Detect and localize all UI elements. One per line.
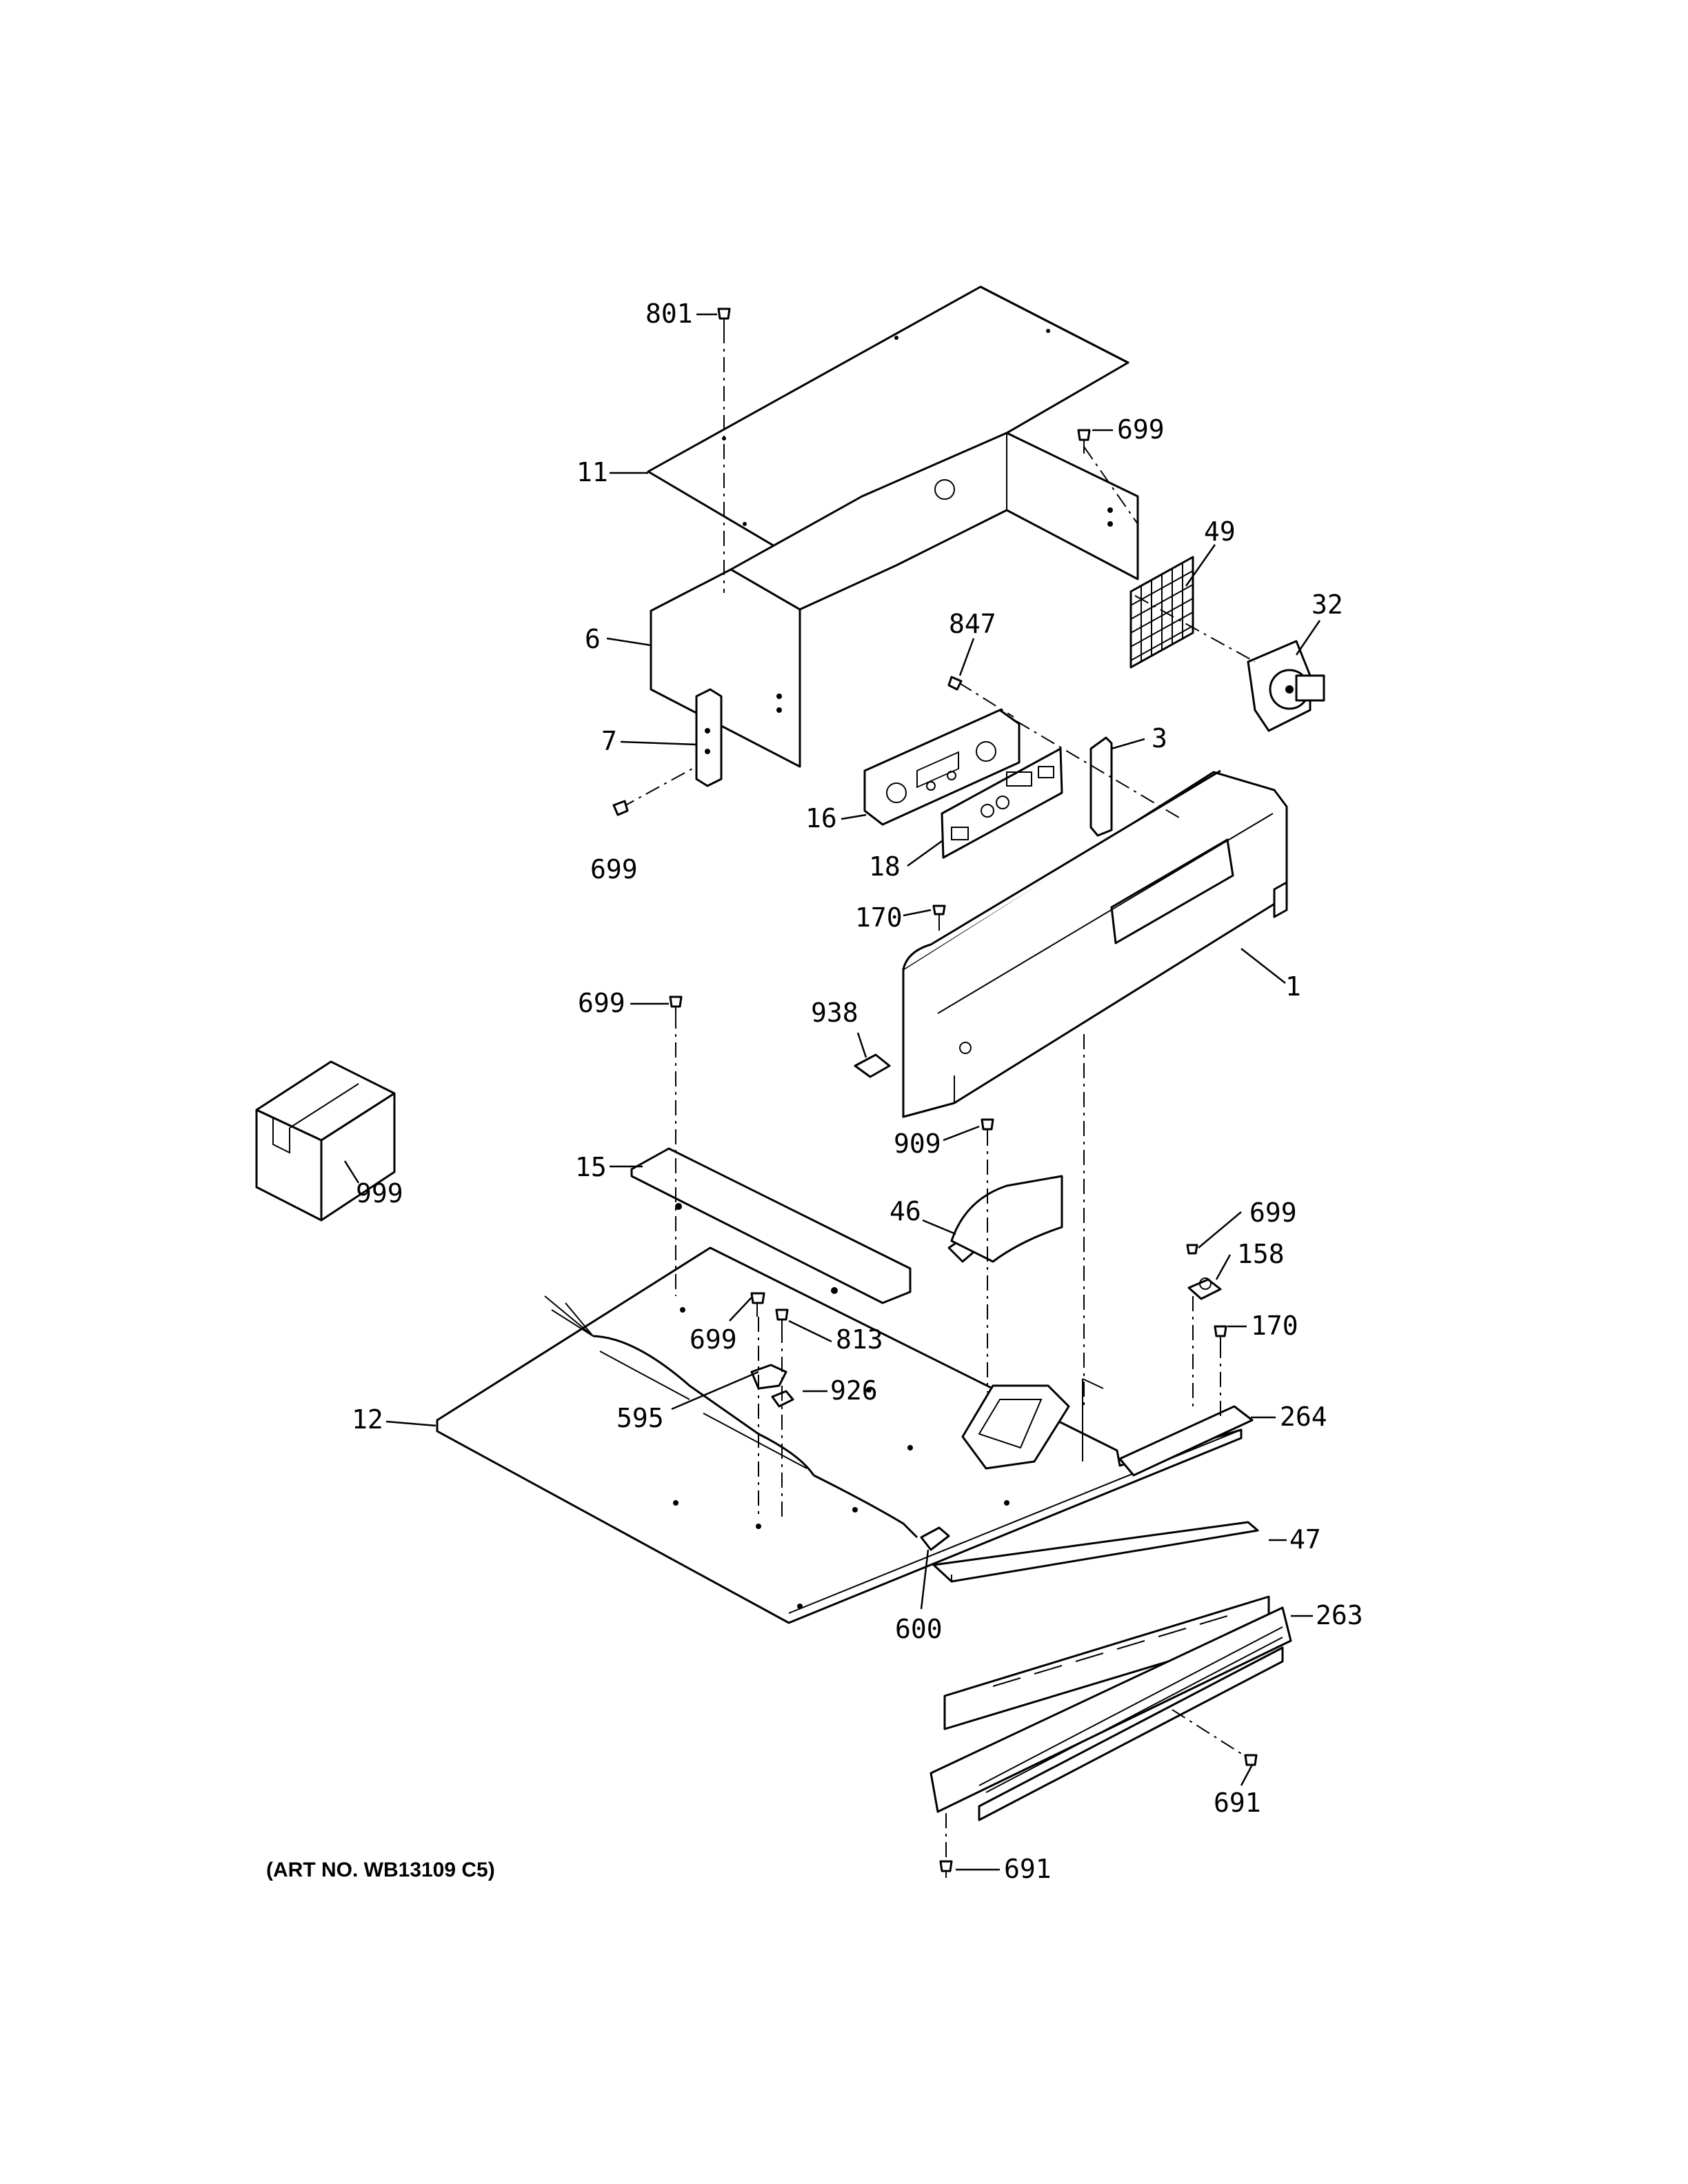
callout-7: 7 xyxy=(601,726,617,756)
thermal-limit-switch xyxy=(1187,1277,1222,1300)
screw-909-icon xyxy=(981,1118,994,1142)
callout-12: 12 xyxy=(352,1404,383,1435)
packaging-box xyxy=(255,1060,396,1222)
screw-170-icon xyxy=(932,904,946,931)
art-number: (ART NO. WB13109 C5) xyxy=(266,1859,495,1881)
callout-699-left: 699 xyxy=(590,854,638,884)
clip-938 xyxy=(854,1053,891,1078)
oven-top-base-panel xyxy=(436,1246,1243,1624)
callout-813: 813 xyxy=(836,1324,883,1355)
callout-47: 47 xyxy=(1289,1524,1321,1555)
control-panel-frame xyxy=(650,432,1139,768)
callout-999: 999 xyxy=(356,1178,403,1209)
callout-847: 847 xyxy=(949,609,996,639)
callout-49: 49 xyxy=(1204,516,1236,547)
support-bracket-3 xyxy=(1089,736,1113,837)
callout-170: 170 xyxy=(855,902,903,933)
vent-grille-263 xyxy=(930,1595,1292,1821)
callout-801: 801 xyxy=(645,299,693,329)
screws xyxy=(612,307,1258,1878)
callout-1: 1 xyxy=(1285,971,1301,1002)
callout-264: 264 xyxy=(1280,1402,1327,1432)
wire-terminal-block xyxy=(920,1526,950,1551)
callout-32: 32 xyxy=(1312,589,1343,620)
callout-18: 18 xyxy=(869,851,901,882)
front-rail-15 xyxy=(630,1147,912,1304)
callouts: 801 11 699 49 32 6 847 3 7 16 18 699 170… xyxy=(266,299,1363,1884)
callout-15: 15 xyxy=(575,1152,607,1182)
callout-3: 3 xyxy=(1152,723,1167,754)
callout-699-right: 699 xyxy=(1249,1197,1297,1228)
screw-170-right-icon xyxy=(1214,1325,1227,1347)
screw-699-base-icon xyxy=(750,1292,765,1317)
callout-938: 938 xyxy=(811,998,858,1028)
callout-909: 909 xyxy=(894,1129,941,1159)
rear-rail-264 xyxy=(1082,1378,1254,1477)
callout-691-bottom: 691 xyxy=(1004,1854,1052,1884)
callout-16: 16 xyxy=(805,803,837,833)
keypad-overlay xyxy=(941,747,1063,859)
callout-699-base: 699 xyxy=(690,1324,737,1355)
callout-595: 595 xyxy=(616,1403,664,1433)
callout-926: 926 xyxy=(830,1375,878,1406)
assembly-lines xyxy=(620,328,1256,1864)
fan-guard-screen xyxy=(1129,556,1194,669)
callout-170-right: 170 xyxy=(1251,1311,1298,1341)
callout-699-mid: 699 xyxy=(578,988,625,1018)
cooling-fan-motor xyxy=(1247,640,1325,732)
callout-158: 158 xyxy=(1237,1239,1285,1269)
air-duct-46 xyxy=(947,1175,1063,1263)
screw-691-right-icon xyxy=(1244,1754,1258,1766)
screw-847-icon xyxy=(947,676,963,691)
callout-6: 6 xyxy=(585,624,601,654)
electronic-control-board xyxy=(863,709,1021,826)
leader-lines xyxy=(343,313,1321,1871)
callout-263: 263 xyxy=(1316,1600,1363,1630)
callout-600: 600 xyxy=(895,1614,943,1644)
callout-11: 11 xyxy=(576,457,608,487)
screw-699-mid-icon xyxy=(669,995,683,1020)
screw-699-top-icon xyxy=(1077,429,1091,454)
screw-801-icon xyxy=(717,307,731,332)
screw-691-bottom-icon xyxy=(939,1860,953,1878)
callout-699-top: 699 xyxy=(1117,414,1165,445)
screw-813-icon xyxy=(775,1308,789,1331)
bracket-7 xyxy=(695,688,723,787)
inner-vent-duct xyxy=(961,1384,1070,1470)
screw-699-right-icon xyxy=(1186,1244,1198,1255)
control-panel-front xyxy=(902,769,1288,1118)
screw-699-left-icon xyxy=(612,800,629,816)
vent-trim-47 xyxy=(932,1521,1259,1583)
callout-691-right: 691 xyxy=(1214,1788,1261,1818)
callout-46: 46 xyxy=(890,1196,921,1226)
